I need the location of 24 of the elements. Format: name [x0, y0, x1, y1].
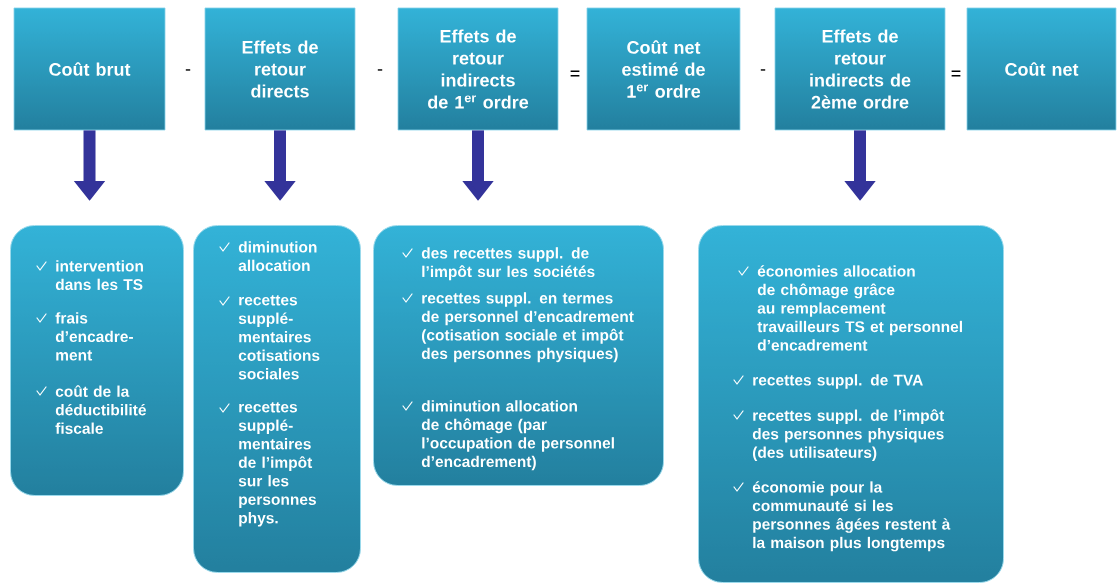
operator-sign: -	[760, 69, 766, 71]
operator-sign: -	[185, 69, 191, 71]
operator-sign: =	[570, 70, 580, 77]
list-item: diminution allocation	[238, 241, 317, 272]
list-item: des recettes suppl. de l’impôt sur les sociétés	[421, 247, 595, 281]
list-item: coût de la déductibilité fiscale	[55, 385, 146, 434]
list-item: recettes suppl. de l’impôt des personnes physiques (des utilisateurs)	[752, 409, 945, 461]
operator-sign: -	[377, 69, 383, 71]
list-item: diminution allocation de chômage (par l’occupation de personnel d’encadrement)	[421, 400, 614, 471]
list-item: recettes supplé-mentaires de l’impôt sur les personnes phys.	[238, 402, 316, 527]
list-item: recettes supplé-mentaires cotisations sociales	[238, 295, 320, 380]
operator-sign: =	[951, 70, 961, 77]
list-item: économie pour la communauté si les personnes âgées restent à la maison plus longtemps	[752, 481, 951, 552]
process-box: Coût net	[966, 7, 1117, 131]
process-box: Effets de retour directs	[204, 7, 356, 131]
list-item: recettes suppl. en termes de personnel d’encadrement (cotisation sociale et impôt des personnes physiques)	[421, 292, 634, 363]
process-box: Effets de retour indirects de 2ème ordre	[774, 7, 946, 131]
list-item: économies allocation de chômage grâce au remplacement travailleurs TS et personnel d’encadrement	[757, 265, 962, 351]
list-item: frais d’encadre-ment	[55, 312, 133, 361]
process-box: Coût brut	[13, 7, 166, 131]
process-box: Coût net estimé de 1$^{er}$ ordre	[586, 7, 741, 131]
list-item: intervention dans les TS	[55, 260, 143, 291]
process-box: Effets de retour indirects de 1$^{er}$ ordre	[397, 7, 559, 131]
list-item: recettes suppl. de TVA	[753, 374, 923, 389]
